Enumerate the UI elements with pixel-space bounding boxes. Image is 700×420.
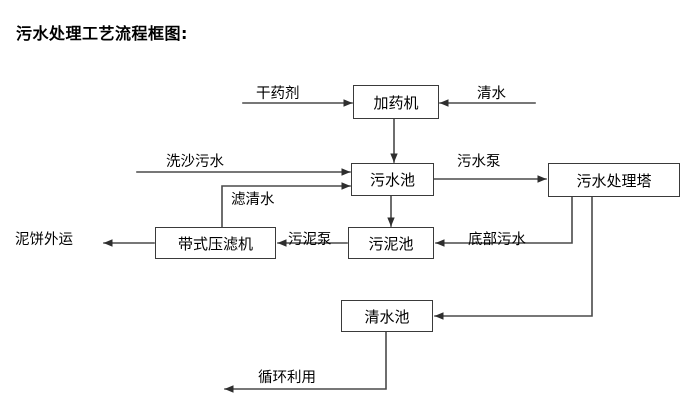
node-dosing-machine[interactable]: 加药机 xyxy=(353,85,439,119)
node-belt-filter-press-label: 带式压滤机 xyxy=(177,234,253,253)
node-clear-water-pool-label: 清水池 xyxy=(364,307,410,326)
node-sludge-pool-label: 污泥池 xyxy=(368,234,414,253)
label-sand-wash-sewage: 洗沙污水 xyxy=(166,154,224,170)
node-treatment-tower-label: 污水处理塔 xyxy=(576,171,652,190)
node-sewage-pool-label: 污水池 xyxy=(369,171,415,189)
node-sludge-pool[interactable]: 污泥池 xyxy=(348,227,434,259)
label-clean-water-in: 清水 xyxy=(477,86,506,102)
page-title: 污水处理工艺流程框图: xyxy=(16,24,188,43)
node-treatment-tower[interactable]: 污水处理塔 xyxy=(548,163,680,197)
edge-filtered-clear-water-to-sewage-pool xyxy=(221,182,351,228)
edge-treatment-tower-to-sludge-pool xyxy=(435,196,573,247)
node-dosing-machine-label: 加药机 xyxy=(373,93,419,112)
node-clear-water-pool[interactable]: 清水池 xyxy=(341,300,433,332)
label-sludge-pump: 污泥泵 xyxy=(288,232,332,248)
label-mud-cake-out: 泥饼外运 xyxy=(15,232,73,248)
label-bottom-sewage: 底部污水 xyxy=(468,232,526,248)
label-recycle-reuse: 循环利用 xyxy=(258,370,316,386)
edge-treatment-tower-to-clear-water-pool xyxy=(434,196,593,320)
node-sewage-pool[interactable]: 污水池 xyxy=(351,163,434,196)
label-dry-chemical: 干药剂 xyxy=(256,86,300,102)
label-sewage-pump: 污水泵 xyxy=(457,154,501,170)
node-belt-filter-press[interactable]: 带式压滤机 xyxy=(155,227,276,259)
edge-clear-water-pool-to-recycle-reuse xyxy=(224,331,387,393)
label-filtered-clear-water: 滤清水 xyxy=(231,192,275,208)
